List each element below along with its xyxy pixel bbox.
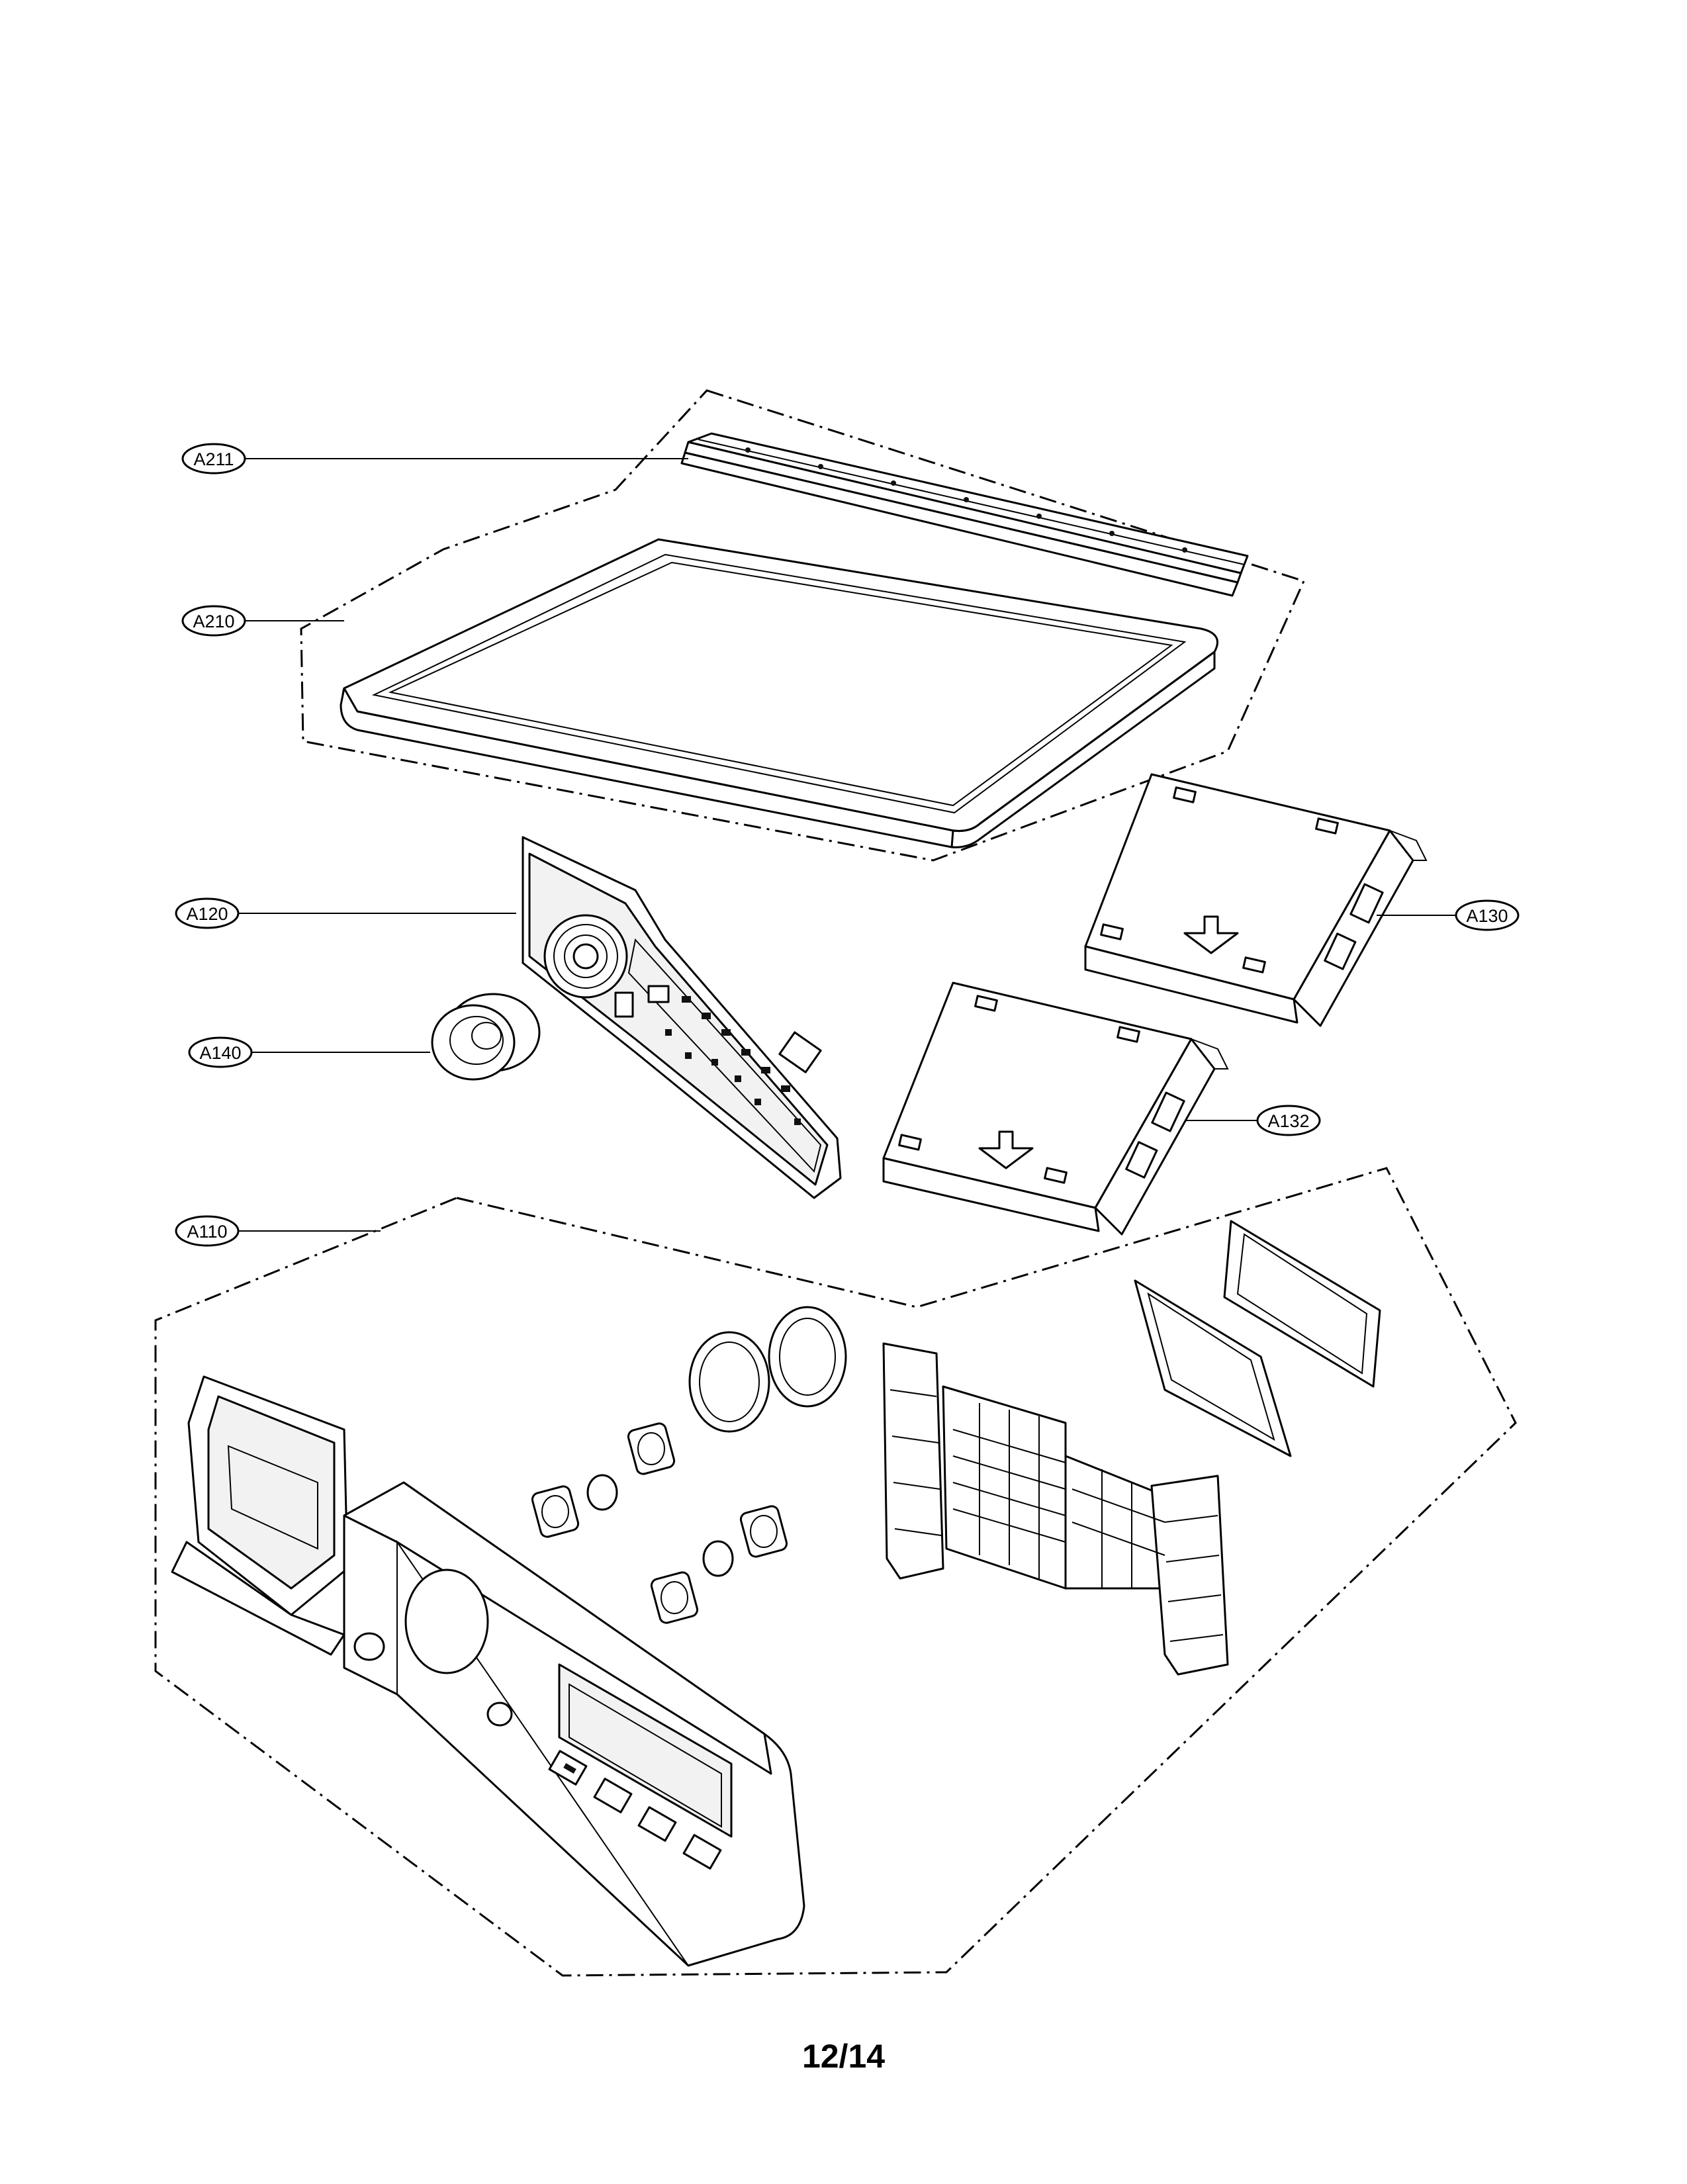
upper-pcb-housing-part [1084,773,1428,1027]
callout-a110: A110 [175,1215,240,1247]
callout-a140: A140 [188,1036,253,1068]
svg-text:A130: A130 [1466,906,1508,926]
lower-pcb-housing-part [882,981,1229,1236]
control-panel-assembly-part [171,1220,1381,1967]
button-cluster [531,1306,847,1624]
page-number: 12/14 [801,2038,886,2075]
svg-text:A120: A120 [186,904,228,924]
svg-text:A132: A132 [1267,1111,1309,1131]
callout-a130: A130 [1455,899,1520,931]
dial-knob-part [431,993,541,1081]
top-assembly-group-outline [300,389,1306,862]
control-board-assembly-part [522,836,842,1199]
svg-text:A210: A210 [193,612,234,631]
control-panel-group-outline [154,1167,1517,1977]
rear-bracket-rail-part [680,432,1249,597]
callout-a211: A211 [181,443,246,475]
callout-a120: A120 [175,897,240,929]
callout-a132: A132 [1256,1105,1321,1136]
svg-text:A110: A110 [187,1222,227,1242]
svg-text:A140: A140 [199,1043,241,1063]
top-plate-part [340,538,1218,848]
svg-text:A211: A211 [193,449,234,469]
button-holder-frames [882,1342,1229,1676]
gasket-frames [1134,1220,1381,1457]
callout-a210: A210 [181,605,246,637]
